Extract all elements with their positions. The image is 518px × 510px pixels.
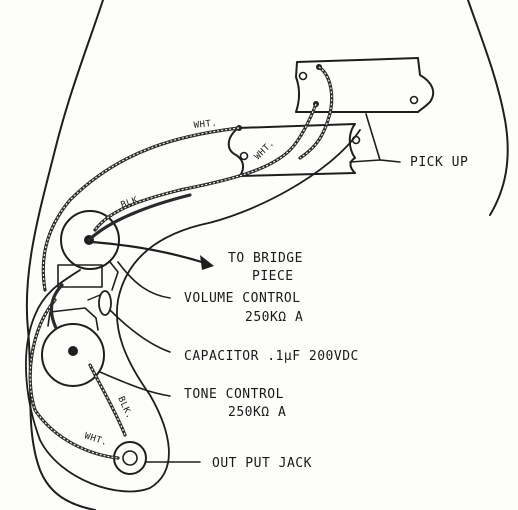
guitar-body-outline-right <box>467 0 509 216</box>
label-tone-line2: 250KΩ A <box>228 405 286 420</box>
wire-pot-to-pot <box>49 283 64 330</box>
pickup-leader-line-2 <box>349 159 381 163</box>
label-capacitor: CAPACITOR .1µF 200VDC <box>184 349 359 364</box>
volume-pot-lugs <box>57 264 103 288</box>
wire-label-wht-top: WHT. <box>193 119 218 131</box>
label-to-bridge-line1: TO BRIDGE <box>228 251 303 266</box>
label-volume-line1: VOLUME CONTROL <box>184 291 301 306</box>
tone-pot-body <box>41 323 105 387</box>
wire-label-wht-pickup: WHT. <box>253 138 277 162</box>
volume-leader-line <box>117 261 171 299</box>
guitar-body-outline <box>25 0 104 510</box>
bridge-ground-arrow <box>90 240 207 265</box>
capacitor-leader-line <box>109 309 171 353</box>
wire-label-wht-lower: WHT. <box>83 431 109 448</box>
pickup-leader-line <box>365 113 401 163</box>
wire-black-top <box>87 193 192 242</box>
label-volume-line2: 250KΩ A <box>245 310 303 325</box>
pickup-mount-hole <box>409 95 419 105</box>
pickup-mount-hole <box>298 71 308 81</box>
label-pickup: PICK UP <box>410 155 468 170</box>
tone-pot-shaft <box>68 346 78 356</box>
volume-pot-tab <box>109 261 119 291</box>
capacitor-lead <box>87 294 101 301</box>
wires <box>28 65 334 460</box>
bridge-arrowhead <box>200 255 214 270</box>
tone-pot <box>41 307 105 387</box>
label-tone-line1: TONE CONTROL <box>184 387 284 402</box>
volume-pot-body <box>60 210 120 270</box>
control-plate-outline <box>25 129 361 493</box>
capacitor-body <box>98 290 112 316</box>
tone-leader-line <box>99 371 171 397</box>
pickup-mount-hole <box>239 151 249 161</box>
output-jack-inner <box>122 450 138 466</box>
wire-label-blk-top: BLK. <box>120 193 146 210</box>
label-to-bridge-line2: PIECE <box>252 269 294 284</box>
label-output-jack: OUT PUT JACK <box>212 456 312 471</box>
pickup-mount-hole <box>351 135 361 145</box>
tone-pot-lugs <box>47 307 99 331</box>
pickup-lower-housing <box>227 123 356 177</box>
capacitor <box>87 290 112 316</box>
pickup-upper-housing <box>295 57 435 113</box>
